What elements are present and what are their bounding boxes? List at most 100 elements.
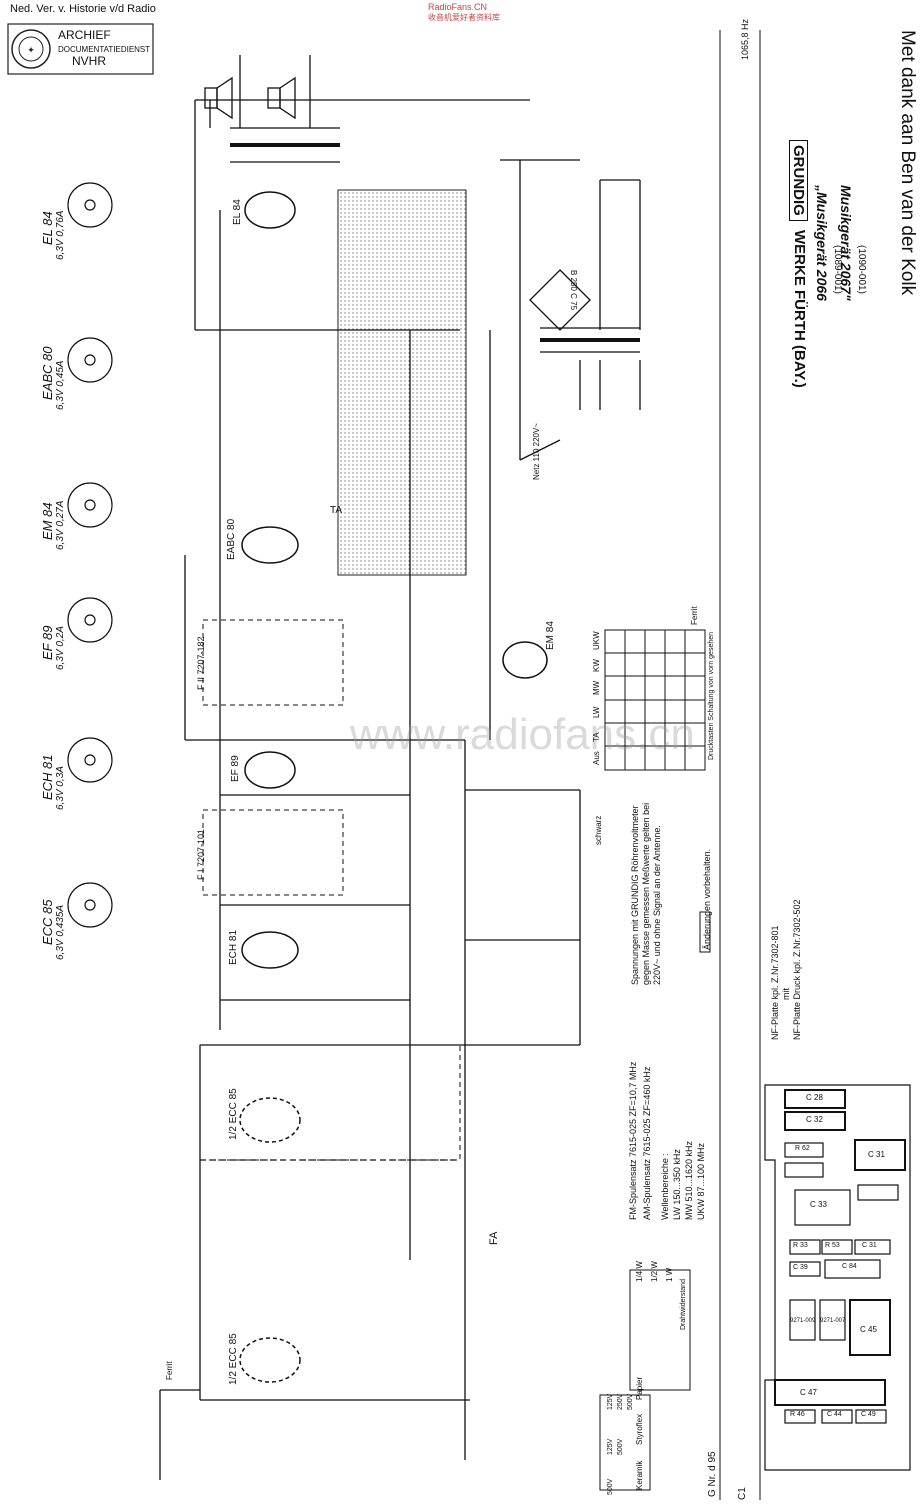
scale-code: 1065,8 Hz — [740, 18, 750, 60]
tube-spec-em84: 6,3V 0,27A — [55, 500, 66, 550]
credit-text: Met dank aan Ben van der Kolk — [897, 30, 918, 296]
switch-row-aus: Aus — [592, 751, 601, 765]
note-nf-plate-mit: mit — [781, 988, 791, 1000]
ecc85-envelope-b — [239, 1337, 301, 1383]
ecc85-envelope-a — [239, 1097, 301, 1143]
socket-em84 — [67, 482, 113, 528]
pcb-9271-007: 9271-007 — [820, 1318, 846, 1324]
schem-fa: FA — [488, 1231, 500, 1245]
socket-eabc80 — [67, 337, 113, 383]
switch-row-ukw: UKW — [592, 631, 601, 650]
pcb-c31a: C 31 — [868, 1150, 885, 1159]
legend-cap-v1: 125V — [607, 1393, 614, 1410]
watermark-sub: 收音机爱好者资料库 — [428, 13, 500, 22]
tube-spec-ech81: 6,3V 0,3A — [55, 766, 66, 810]
note-changes: Änderungen vorbehalten. — [702, 848, 712, 950]
eabc80-envelope — [241, 526, 299, 564]
bottom-scale — [719, 30, 761, 1500]
legend-res-3: 1 W — [665, 1267, 674, 1282]
socket-ef89 — [67, 597, 113, 643]
pcb-r46: R 46 — [790, 1411, 805, 1418]
schem-eabc80: EABC 80 — [226, 518, 237, 560]
tube-spec-ef89: 6,3V 0,2A — [55, 626, 66, 670]
note-voltages: Spannungen mit GRUNDIG Röhrenvoltmeter g… — [630, 802, 662, 985]
socket-pinouts — [67, 182, 113, 928]
schem-ech81: ECH 81 — [228, 929, 239, 965]
pcb-c32: C 32 — [806, 1115, 823, 1124]
brand-company: WERKE FÜRTH (BAY.) — [791, 230, 808, 388]
schem-em84: EM 84 — [545, 621, 556, 650]
em84-envelope — [502, 641, 548, 679]
legend-cap-v2: 250V — [617, 1393, 624, 1410]
pcb-c44: C 44 — [827, 1411, 842, 1418]
stamp-title: ARCHIEF — [58, 28, 111, 42]
schem-am-if: F I 7207-101 — [196, 828, 206, 880]
note-gnr: G Nr. d 95 — [707, 1451, 718, 1497]
legend-res-1: 1/4 W — [635, 1261, 644, 1282]
legend-cap-keramik: Keramik — [635, 1460, 644, 1490]
schem-rectifier: B 250 C 75 — [569, 270, 578, 311]
archive-stamp: ✦ — [7, 23, 154, 75]
pcb-r53: R 53 — [825, 1242, 840, 1249]
tube-label-el84: EL 84 — [40, 211, 55, 245]
speakers — [204, 76, 296, 120]
socket-ech81 — [67, 737, 113, 783]
tube-label-ecc85: ECC 85 — [40, 899, 55, 945]
switch-matrix — [604, 629, 706, 771]
watermark-center: www.radiofans.cn — [350, 710, 695, 759]
pcb-c49: C 49 — [861, 1411, 876, 1418]
legend-cap-v4: 125V — [607, 1438, 614, 1455]
printed-circuit-region — [337, 189, 467, 576]
stamp-subtitle: DOCUMENTATIEDIENST — [58, 45, 151, 54]
note-bands-title: Wellenbereiche : — [660, 1153, 670, 1220]
tube-spec-ecc85: 6,3V 0,435A — [55, 904, 66, 960]
legend-cap-v6: 500V — [607, 1478, 614, 1495]
pcb-r62: R 62 — [795, 1145, 810, 1152]
note-fm-coil: FM-Spulensatz 7615-025 ZF=10,7 MHz — [628, 1061, 638, 1220]
switch-row-mw: MW — [592, 680, 601, 695]
pcb-c28: C 28 — [806, 1093, 823, 1102]
socket-el84 — [67, 182, 113, 228]
note-nf-plate: NF-Platte kpl. Z.Nr.7302-801 — [770, 925, 780, 1040]
svg-text:✦: ✦ — [27, 45, 35, 55]
switch-row-lw: LW — [592, 706, 601, 718]
switch-ferrit: Ferrit — [690, 606, 699, 625]
component-legend-boxes — [599, 911, 711, 1491]
note-am-coil: AM-Spulensatz 7615-025 ZF=460 kHz — [642, 1066, 652, 1220]
if-filter-outlines — [199, 619, 461, 1161]
schem-fm-if: F II 7207-182 — [196, 636, 206, 690]
schem-schwarz: schwarz — [594, 815, 603, 845]
schem-el84: EL 84 — [232, 199, 243, 225]
tube-spec-eabc80: 6,3V 0,45A — [55, 360, 66, 410]
schem-ecc85-b: 1/2 ECC 85 — [228, 1333, 239, 1385]
legend-res-4: Drahtwiderstand — [680, 1279, 687, 1330]
wiring — [159, 55, 641, 1480]
brand-model2: Musikgerät 2067" — [838, 185, 854, 301]
ech81-envelope — [241, 931, 299, 969]
stamp-org: NVHR — [72, 54, 107, 68]
schem-ecc85-a: 1/2 ECC 85 — [228, 1088, 239, 1140]
schem-mains: Netz 110 220V~ — [532, 422, 541, 480]
socket-ecc85 — [67, 882, 113, 928]
el84-envelope — [244, 191, 296, 229]
tube-label-ech81: ECH 81 — [40, 754, 55, 800]
legend-cap-papier: Papier — [635, 1376, 644, 1400]
tube-label-ef89: EF 89 — [40, 625, 55, 660]
schem-ferrit: Ferrit — [165, 1361, 174, 1380]
watermark-site: RadioFans.CN — [428, 2, 488, 12]
switch-caption: Drucktasten Schaltung von vorn gesehen — [708, 631, 715, 760]
tube-label-em84: EM 84 — [40, 502, 55, 540]
legend-cap-styroflex: Styroflex — [635, 1413, 644, 1445]
pcb-c31b: C 31 — [862, 1242, 877, 1249]
legend-cap-v5: 500V — [617, 1438, 624, 1455]
switch-row-kw: KW — [592, 659, 601, 672]
note-band-ukw: UKW 87...100 MHz — [696, 1142, 706, 1220]
legend-cap-v3: 500V — [627, 1393, 634, 1410]
note-band-lw: LW 150...350 kHz — [672, 1149, 682, 1220]
brand-model2-code: (1090-001) — [856, 245, 867, 294]
archive-header: Ned. Ver. v. Historie v/d Radio — [10, 3, 156, 15]
schem-ta: TA — [330, 505, 343, 516]
pcb-r33: R 33 — [793, 1242, 808, 1249]
ef89-envelope — [244, 751, 296, 789]
